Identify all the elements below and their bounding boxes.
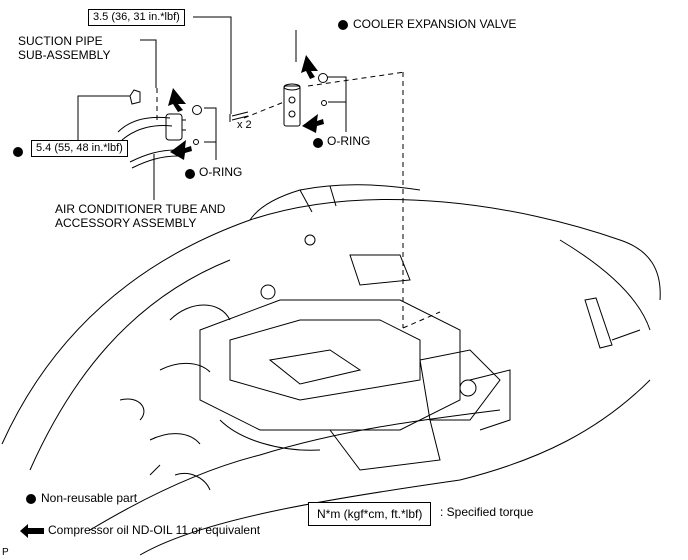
label-o-ring-right: O-RING — [327, 134, 371, 148]
label-suction-pipe-2: SUB-ASSEMBLY — [18, 48, 111, 62]
legend-compressor-oil-text: Compressor oil ND-OIL 11 or equivalent — [48, 523, 261, 537]
o-ring-icon — [193, 139, 199, 145]
o-ring-icon — [192, 105, 202, 115]
o-ring-icon — [321, 100, 327, 106]
expansion-valve — [283, 83, 301, 127]
label-ac-tube-2: ACCESSORY ASSEMBLY — [55, 216, 197, 230]
arrow-icon — [302, 114, 324, 133]
torque-box-pipe-bolt: 5.4 (55, 48 in.*lbf) — [31, 140, 128, 157]
legend-torque-unit-box: N*m (kgf*cm, ft.*lbf) — [308, 502, 432, 526]
suction-pipe — [117, 89, 186, 141]
legend-non-reusable-text: Non-reusable part — [41, 491, 138, 505]
arrow-icon — [301, 55, 318, 79]
arrow-icon — [170, 140, 192, 160]
bolt — [229, 111, 249, 122]
label-suction-pipe-1: SUCTION PIPE — [18, 34, 103, 48]
non-reusable-marker — [338, 20, 348, 30]
non-reusable-marker — [13, 147, 23, 157]
legend-specified-torque-text: : Specified torque — [440, 505, 534, 519]
label-ac-tube-1: AIR CONDITIONER TUBE AND — [55, 202, 226, 216]
torque-box-valve-bolt: 3.5 (36, 31 in.*lbf) — [88, 9, 185, 26]
engine-bay — [1, 184, 661, 556]
o-ring-icon — [318, 73, 328, 83]
corner-code: P — [2, 547, 9, 558]
leader-lines — [77, 16, 347, 200]
ac-tube — [129, 149, 179, 169]
arrow-icon — [168, 88, 186, 112]
legend-non-reusable-icon — [26, 494, 36, 504]
label-cooler-expansion-valve: COOLER EXPANSION VALVE — [353, 17, 517, 31]
label-o-ring-left: O-RING — [199, 165, 243, 179]
non-reusable-marker — [185, 169, 195, 179]
label-bolt-count: x 2 — [237, 119, 252, 131]
non-reusable-marker — [313, 138, 323, 148]
legend-arrow-icon — [20, 524, 44, 538]
oil-arrows — [168, 55, 324, 160]
